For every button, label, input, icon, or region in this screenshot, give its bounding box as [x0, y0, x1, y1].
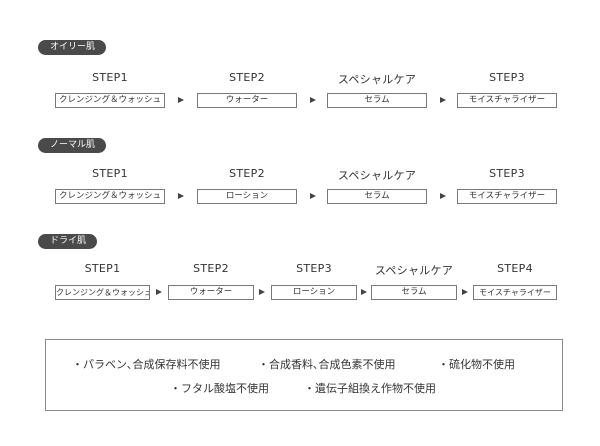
normal-step-2-box: ローション [197, 189, 297, 204]
arrow-right-icon [361, 289, 367, 295]
arrow-right-icon [178, 97, 184, 103]
oily-special-label: スペシャルケア [337, 73, 417, 86]
normal-skin-badge: ノーマル肌 [38, 138, 107, 153]
normal-special-label: スペシャルケア [337, 169, 417, 182]
note-no-synthetic-fragrance: ・合成香料､合成色素不使用 [258, 358, 396, 371]
normal-step-1-box: クレンジング＆ウォッシュ [55, 189, 165, 204]
dry-special-label: スペシャルケア [374, 264, 454, 277]
dry-step-3-box: ローション [271, 285, 357, 300]
dry-step-4-label: STEP4 [497, 262, 533, 275]
note-no-gmo: ・遺伝子組換え作物不使用 [304, 382, 436, 395]
oily-step-2-label: STEP2 [229, 71, 265, 84]
arrow-right-icon [156, 289, 162, 295]
arrow-right-icon [259, 289, 265, 295]
normal-special-box: セラム [327, 189, 427, 204]
dry-special-box: セラム [371, 285, 457, 300]
arrow-right-icon [462, 289, 468, 295]
arrow-right-icon [440, 193, 446, 199]
oily-skin-badge: オイリー肌 [38, 40, 107, 55]
oily-step-1-box: クレンジング＆ウォッシュ [55, 93, 165, 108]
note-no-parabens: ・パラベン､合成保存料不使用 [72, 358, 221, 371]
oily-special-box: セラム [327, 93, 427, 108]
note-no-sulfides: ・硫化物不使用 [438, 358, 515, 371]
normal-step-1-label: STEP1 [92, 167, 128, 180]
dry-skin-badge: ドライ肌 [38, 234, 98, 249]
oily-step-1-label: STEP1 [92, 71, 128, 84]
oily-step-3-box: モイスチャライザー [457, 93, 557, 108]
normal-step-2-label: STEP2 [229, 167, 265, 180]
arrow-right-icon [178, 193, 184, 199]
arrow-right-icon [310, 97, 316, 103]
normal-step-3-box: モイスチャライザー [457, 189, 557, 204]
dry-step-1-label: STEP1 [84, 262, 121, 275]
dry-step-2-box: ウォーター [168, 285, 254, 300]
oily-step-3-label: STEP3 [489, 71, 525, 84]
oily-step-2-box: ウォーター [197, 93, 297, 108]
dry-step-4-box: モイスチャライザー [473, 285, 557, 300]
ingredient-notes-box: ・パラベン､合成保存料不使用 ・合成香料､合成色素不使用 ・硫化物不使用 ・フタ… [45, 339, 563, 411]
note-no-phthalates: ・フタル酸塩不使用 [170, 382, 269, 395]
dry-step-3-label: STEP3 [296, 262, 332, 275]
arrow-right-icon [310, 193, 316, 199]
arrow-right-icon [440, 97, 446, 103]
dry-step-1-box: クレンジング＆ウォッシュ [55, 285, 150, 300]
dry-step-2-label: STEP2 [193, 262, 229, 275]
normal-step-3-label: STEP3 [489, 167, 525, 180]
